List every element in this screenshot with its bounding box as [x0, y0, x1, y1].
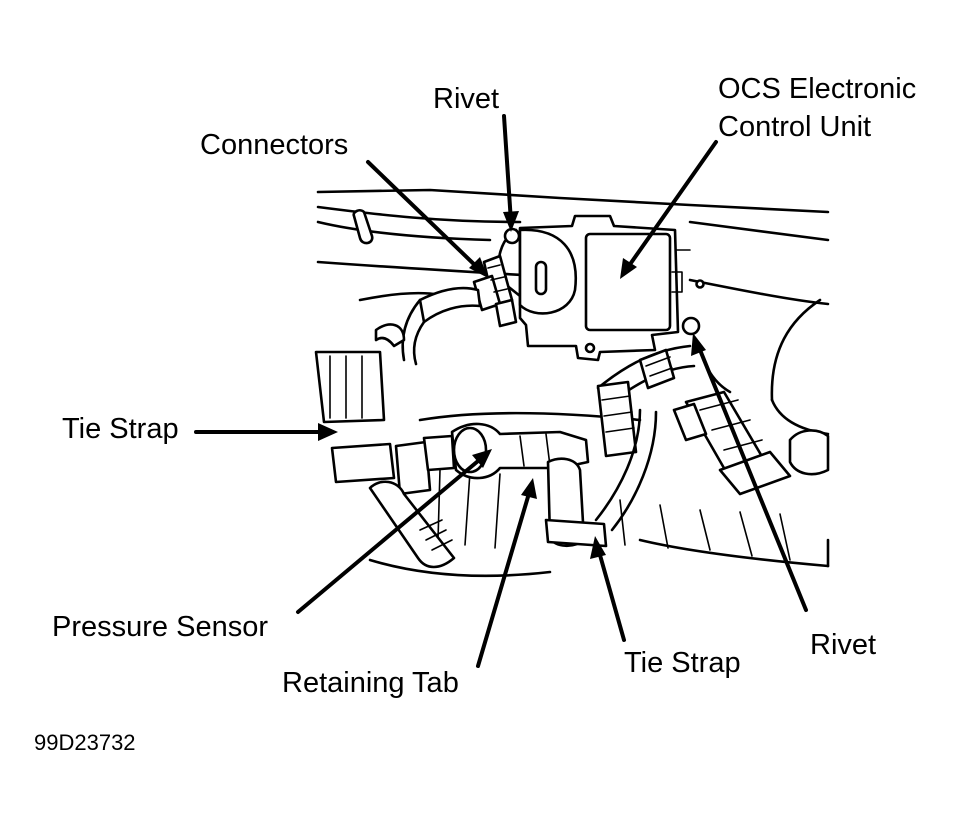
- leader-rivet-top: [502, 114, 519, 232]
- leader-lines: [194, 114, 808, 668]
- leader-connectors: [366, 160, 488, 278]
- label-connectors: Connectors: [200, 129, 349, 161]
- label-ocs-ecu-line1: OCS Electronic: [718, 73, 917, 105]
- ocs-ecu-shape: [497, 214, 705, 362]
- leader-retaining-tab: [476, 478, 537, 668]
- label-rivet-top: Rivet: [433, 83, 500, 115]
- floor-panel: [368, 411, 830, 578]
- stud: [352, 209, 374, 245]
- label-ocs-ecu-line2: Control Unit: [718, 111, 872, 143]
- label-tie-strap-left: Tie Strap: [62, 413, 179, 445]
- label-rivet-right: Rivet: [810, 629, 877, 661]
- leader-tie-strap-left: [194, 423, 338, 441]
- leader-pressure-sensor: [296, 449, 492, 614]
- leader-tie-strap-bottom: [590, 536, 626, 642]
- label-retaining-tab: Retaining Tab: [282, 667, 459, 699]
- leader-ocs-ecu: [620, 140, 718, 279]
- label-pressure-sensor: Pressure Sensor: [52, 611, 268, 643]
- figure-id: 99D23732: [34, 730, 136, 755]
- label-tie-strap-bottom: Tie Strap: [624, 647, 741, 679]
- wiring-harness: [314, 286, 830, 569]
- leader-rivet-right: [691, 333, 808, 612]
